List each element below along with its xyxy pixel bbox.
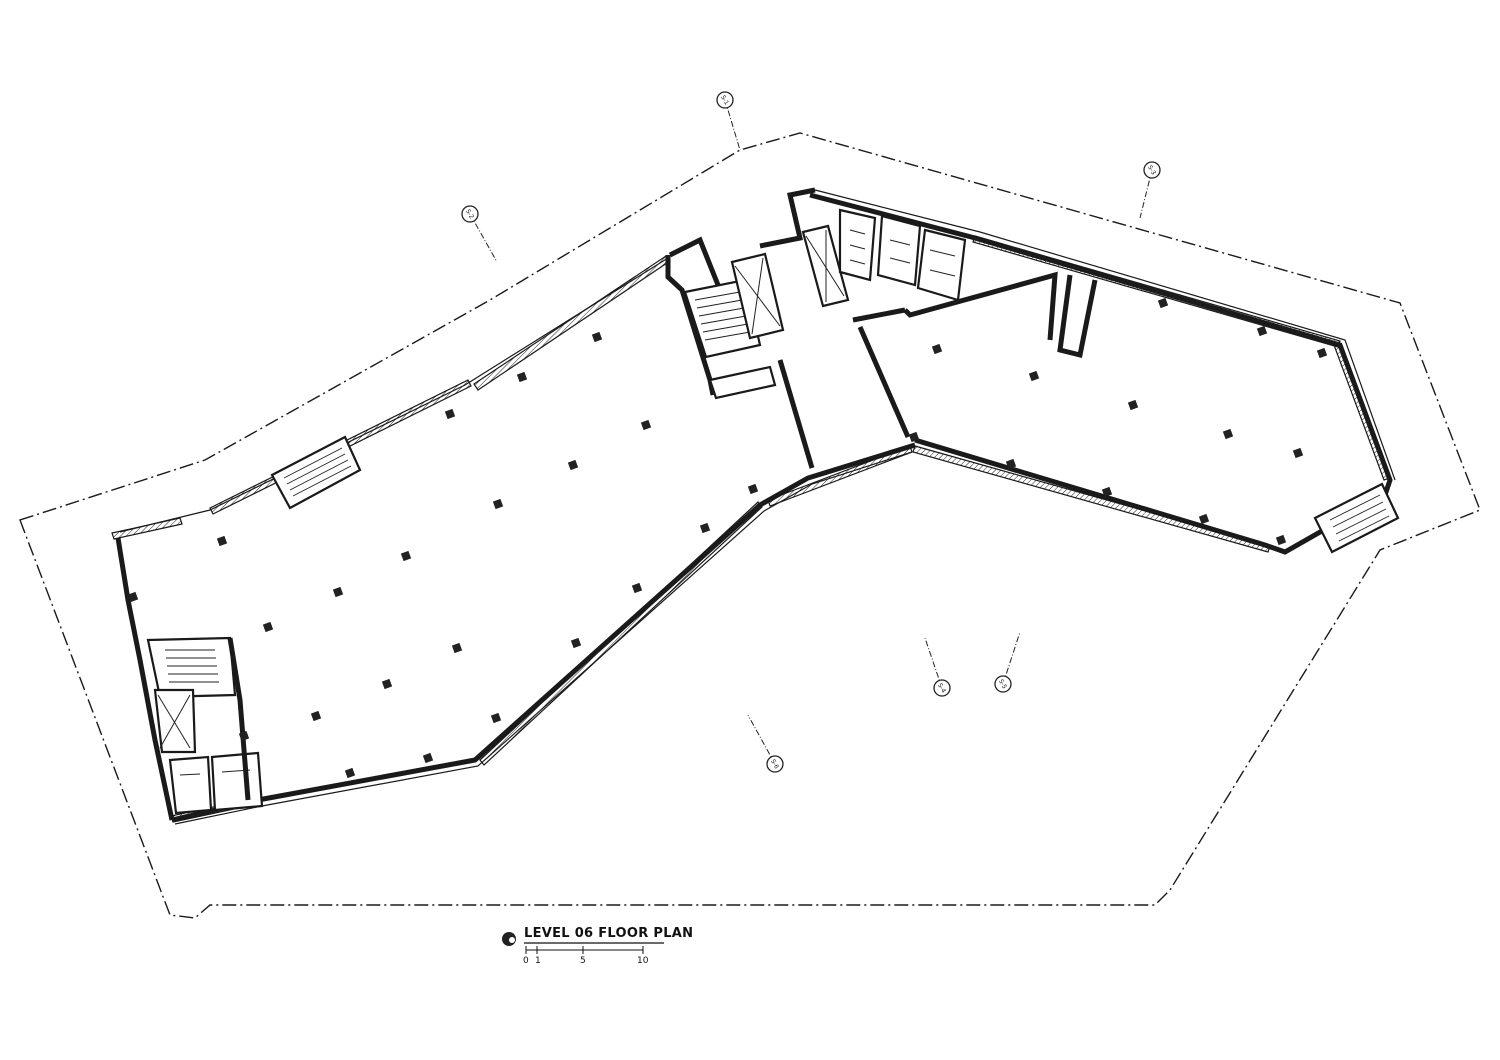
scale-label-5: 5 (580, 956, 586, 966)
structural-column (1275, 534, 1287, 546)
structural-column (1157, 297, 1169, 309)
structural-column (238, 730, 250, 742)
structural-column (422, 752, 434, 764)
scale-label-10: 10 (637, 956, 649, 966)
structural-column (1292, 447, 1304, 459)
structural-column (216, 535, 228, 547)
structural-column (1101, 486, 1113, 498)
stair-core-central (694, 291, 751, 341)
structural-column (332, 586, 344, 598)
section-marker: S-5 (994, 631, 1021, 693)
central-core (665, 187, 911, 469)
section-marker-label: S-6 (769, 758, 780, 770)
scale-label-1: 1 (535, 956, 541, 966)
structural-column (1028, 370, 1040, 382)
section-markers: S-1S-2 S-3S-4 S-5S-6 (461, 91, 1161, 773)
drawing-title: LEVEL 06 FLOOR PLAN (524, 926, 693, 941)
section-marker-label: S-1 (719, 94, 730, 106)
structural-column (570, 637, 582, 649)
structural-column (699, 522, 711, 534)
stair-core-southeast (1313, 482, 1400, 554)
section-marker: S-4 (924, 637, 951, 697)
structural-column (516, 371, 528, 383)
structural-column (451, 642, 463, 654)
section-marker-label: S-2 (464, 208, 475, 220)
structural-column (1316, 347, 1328, 359)
structural-column (127, 591, 139, 603)
title-block: LEVEL 06 FLOOR PLAN 0 1 5 10 (502, 926, 693, 966)
structural-column (908, 431, 920, 443)
west-wing (111, 236, 916, 825)
structural-column (444, 408, 456, 420)
structural-column (1127, 399, 1139, 411)
structural-column (490, 712, 502, 724)
structural-column (567, 459, 579, 471)
structural-column (381, 678, 393, 690)
structural-column (344, 767, 356, 779)
section-marker: S-1 (716, 91, 741, 151)
site-boundary (19, 132, 1481, 919)
structural-column (492, 498, 504, 510)
structural-column (931, 343, 943, 355)
columns (127, 297, 1328, 779)
section-marker: S-2 (461, 205, 498, 263)
scale-bar: 0 1 5 10 (523, 946, 649, 966)
structural-column (747, 483, 759, 495)
section-marker: S-6 (747, 714, 784, 773)
structural-column (591, 331, 603, 343)
structural-column (1222, 428, 1234, 440)
section-marker-label: S-3 (1146, 164, 1157, 176)
structural-column (640, 419, 652, 431)
west-core (146, 636, 264, 815)
structural-column (1256, 325, 1268, 337)
section-marker-label: S-5 (997, 678, 1008, 690)
scale-label-0: 0 (523, 956, 529, 966)
east-wing (809, 189, 1396, 555)
structural-column (310, 710, 322, 722)
structural-column (1005, 458, 1017, 470)
stair-core-north (270, 435, 362, 510)
section-marker-label: S-4 (936, 682, 947, 694)
structural-column (1198, 513, 1210, 525)
section-marker: S-3 (1139, 161, 1161, 219)
structural-column (262, 621, 274, 633)
structural-column (631, 582, 643, 594)
title-marker-icon (502, 932, 516, 946)
structural-column (400, 550, 412, 562)
